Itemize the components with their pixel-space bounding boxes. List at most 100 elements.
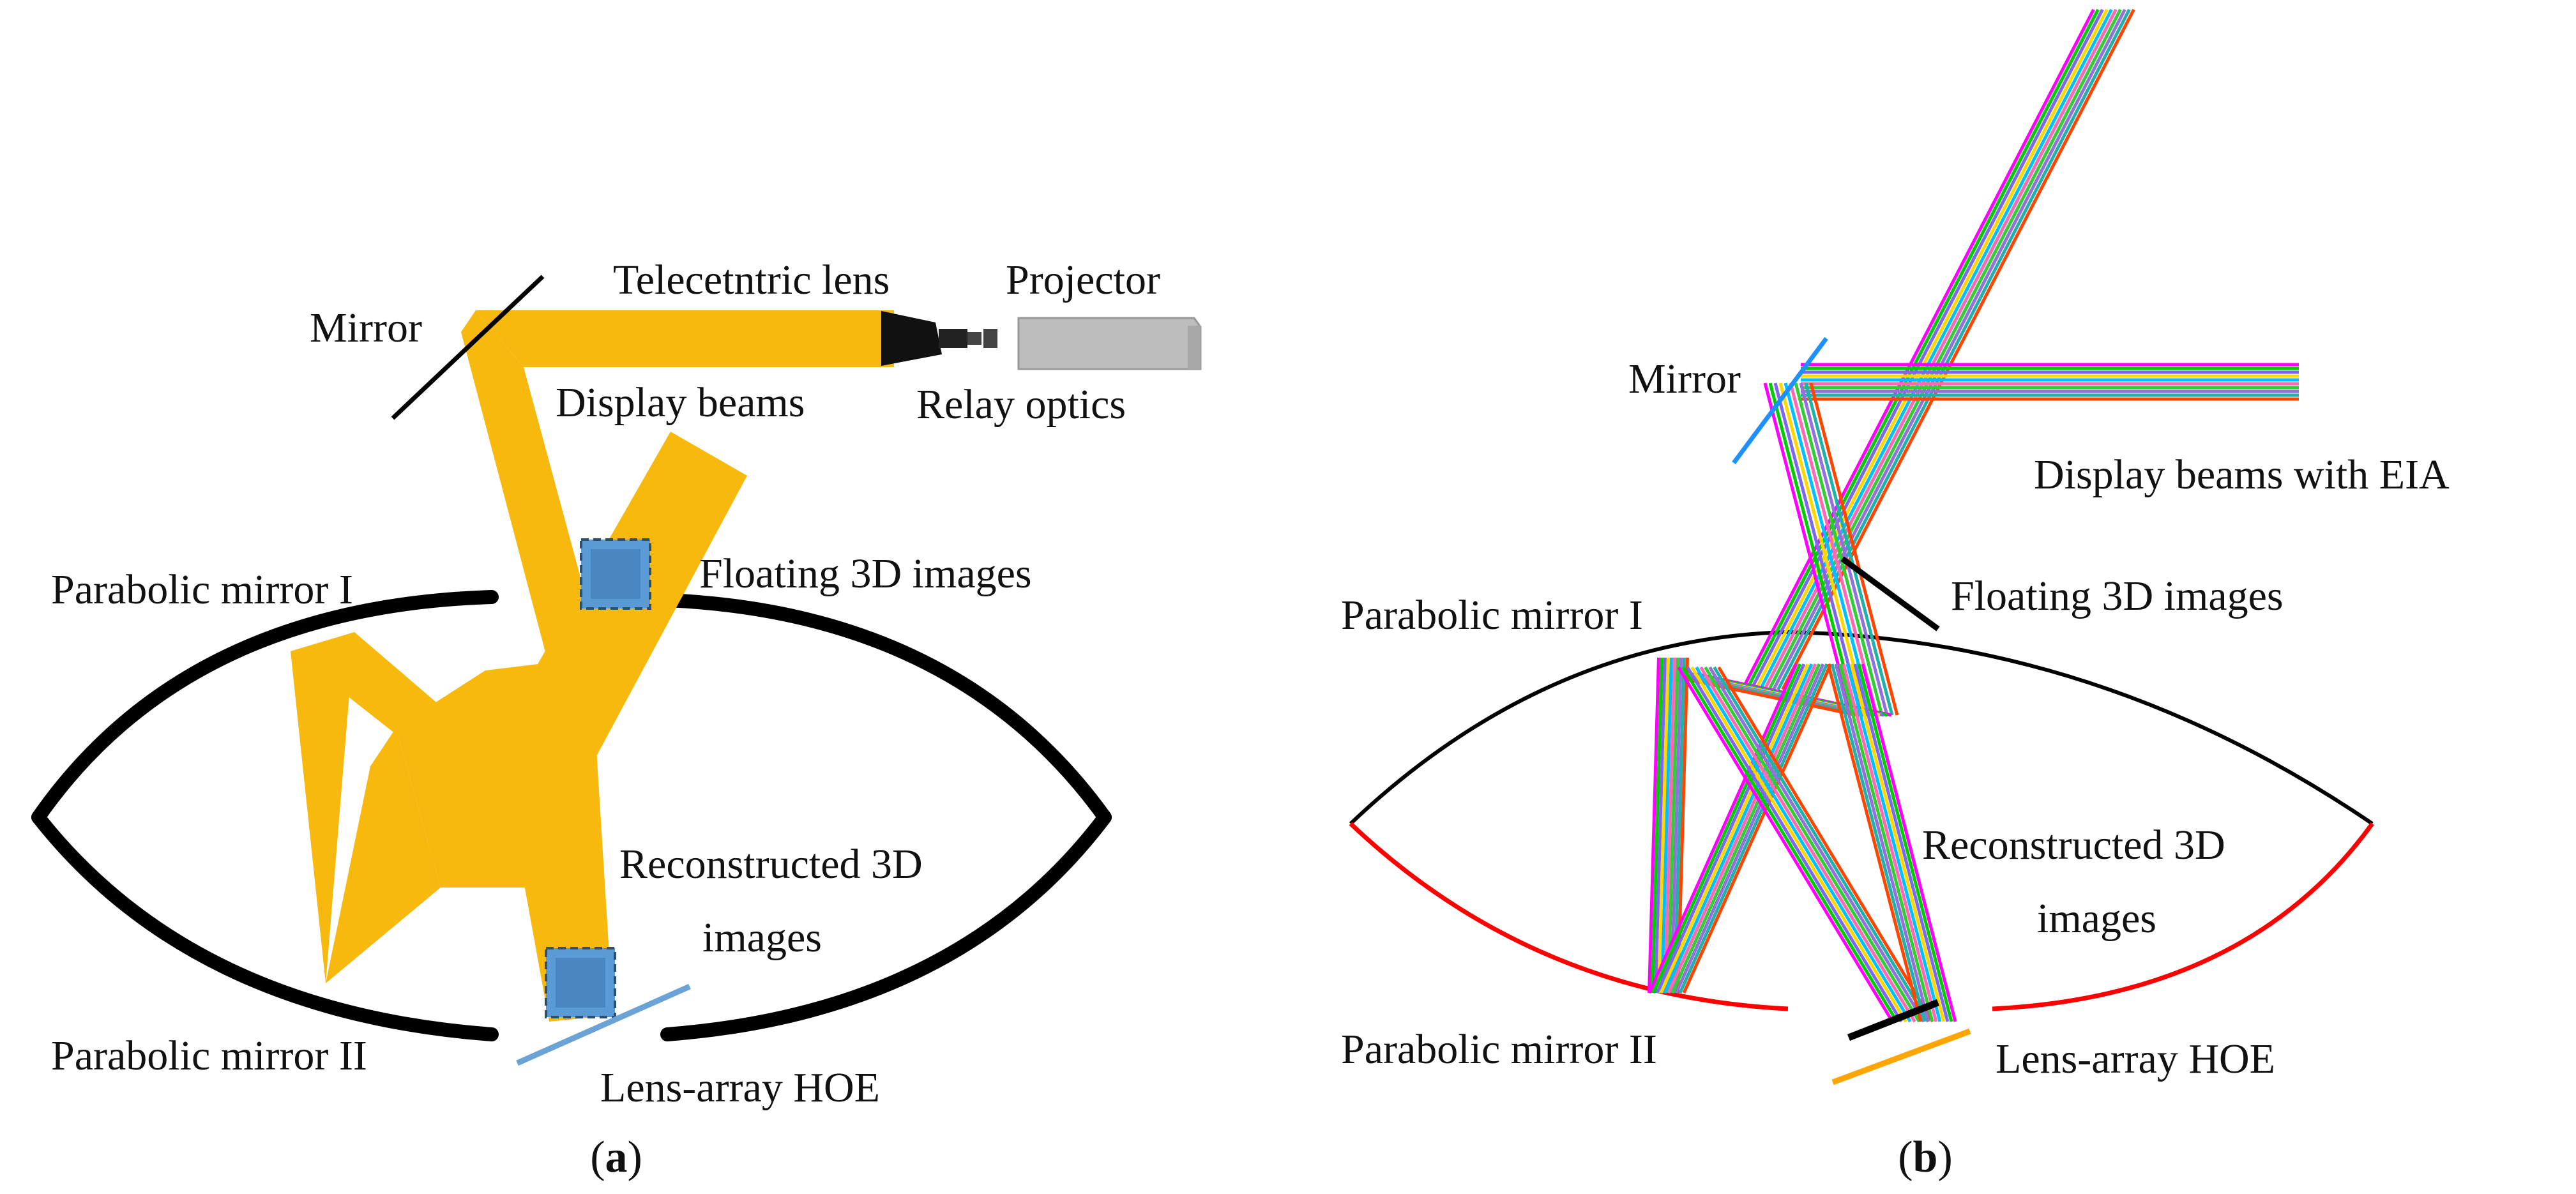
label-parabolic-mirror-2-a: Parabolic mirror II: [51, 1032, 367, 1079]
parabolic-mirror-1-right-arc: [660, 593, 1112, 824]
reconstructed-cube-a: [545, 947, 616, 1018]
ray-mirror-down-5: [1789, 382, 1879, 716]
ray-mirror-down-0: [1763, 382, 1853, 716]
ray-to-hoe-0: [1861, 663, 1957, 1022]
ray-diagonal-2: [1750, 8, 2104, 691]
ray-to-hoe-8: [1830, 663, 1927, 1022]
ray-lower-cross-8: [1713, 666, 1930, 1023]
ray-left-spike-6: [1667, 657, 1679, 994]
ray-mirror-down-9: [1809, 382, 1899, 716]
ray-to-hoe-6: [1838, 663, 1934, 1022]
ray-left-spike-0: [1648, 657, 1660, 994]
ray-to-hoe-3: [1849, 663, 1946, 1022]
ray-lower-cross-7: [1708, 666, 1925, 1023]
label-reconstructed-line1-a: Reconstructed 3D: [619, 841, 923, 888]
lens-array-hoe-b: [1831, 1028, 1971, 1085]
ray-up-right-3: [1659, 663, 1810, 994]
beam-exit: [425, 432, 747, 862]
ray-up-right-2: [1655, 663, 1806, 994]
ray-up-right-5: [1667, 663, 1817, 994]
ray-to-hoe-9: [1826, 663, 1923, 1022]
ray-to-hoe-4: [1845, 663, 1942, 1022]
label-display-beams: Display beams: [556, 379, 805, 426]
label-mirror-a: Mirror: [310, 305, 422, 351]
ray-left-spike-1: [1651, 657, 1663, 994]
ray-to-hoe-5: [1842, 663, 1938, 1022]
label-reconstructed-line2-a: images: [702, 914, 822, 961]
mirror-a: [391, 275, 545, 420]
beam-descending: [461, 310, 597, 715]
label-reconstructed-line2-b: images: [2037, 895, 2156, 942]
display-beams-a: [291, 310, 894, 1022]
ray-mirror-down-1: [1768, 382, 1858, 716]
ray-lower-cross-0: [1677, 666, 1894, 1023]
parabolic-mirror-2-left-arc: [31, 810, 499, 1041]
relay-optics: [967, 329, 997, 348]
parabolic-mirror-2-right-arc: [660, 810, 1112, 1041]
ray-lower-cross-2: [1686, 666, 1903, 1023]
beam-left-spike: [291, 632, 354, 983]
ray-lower-cross-5: [1699, 666, 1916, 1023]
ray-up-right-0: [1648, 663, 1798, 994]
ray-mirror-down-7: [1799, 382, 1889, 716]
ray-up-right-1: [1651, 663, 1802, 994]
ray-lower-cross-9: [1717, 666, 1934, 1023]
beam-horizontal: [476, 310, 894, 367]
ray-diagonal-7: [1772, 8, 2126, 691]
ray-left-spike-5: [1663, 657, 1676, 994]
ray-left-spike-3: [1657, 657, 1670, 994]
reconstructed-image-plane-b: [1847, 999, 1940, 1041]
label-floating-3d-images-b: Floating 3D images: [1951, 573, 2284, 619]
ray-mirror-down-6: [1794, 382, 1884, 716]
ray-diagonal-6: [1768, 8, 2122, 691]
parabolic-mirror-1-left-arc: [31, 590, 499, 824]
ray-up-right-7: [1674, 663, 1825, 994]
beam-reflect-mirror2: [326, 728, 441, 983]
label-parabolic-mirror-2-b: Parabolic mirror II: [1341, 1026, 1657, 1073]
ray-mirror-down-3: [1778, 382, 1868, 716]
label-lens-array-hoe-b: Lens-array HOE: [1996, 1036, 2275, 1082]
ray-bundles-b: [1648, 8, 2299, 1023]
ray-diagonal-0: [1741, 8, 2095, 691]
ray-lower-cross-6: [1704, 666, 1921, 1023]
label-parabolic-mirror-1-b: Parabolic mirror I: [1341, 592, 1643, 639]
mirror-b: [1732, 336, 1828, 465]
label-mirror-b: Mirror: [1628, 356, 1741, 402]
ray-diagonal-1: [1745, 8, 2100, 691]
ray-to-hoe-7: [1834, 663, 1930, 1022]
label-display-beams-eia: Display beams with EIA: [2034, 451, 2450, 498]
floating-image-plane-b: [1840, 556, 1940, 631]
ray-lower-cross-4: [1695, 666, 1912, 1023]
panel-a: Telecetntric lens Projector Mirror Displ…: [31, 257, 1202, 1182]
ray-to-hoe-1: [1857, 663, 1953, 1022]
label-projector: Projector: [1006, 257, 1160, 303]
ray-up-right-6: [1671, 663, 1821, 994]
label-parabolic-mirror-1-a: Parabolic mirror I: [51, 566, 353, 613]
ray-up-right-9: [1682, 663, 1833, 994]
telecentric-lens: [881, 311, 967, 366]
projector: [1017, 317, 1202, 370]
ray-to-hoe-2: [1853, 663, 1950, 1022]
ray-mirror-down-4: [1784, 382, 1874, 716]
label-floating-3d-images-a: Floating 3D images: [699, 550, 1032, 597]
ray-left-spike-2: [1654, 657, 1667, 994]
label-reconstructed-line1-b: Reconstructed 3D: [1922, 822, 2225, 868]
ray-lower-cross-1: [1681, 666, 1898, 1023]
label-relay-optics: Relay optics: [916, 381, 1126, 428]
floating-cube-a: [580, 538, 651, 610]
panel-b: Mirror Display beams with EIA Floating 3…: [1341, 8, 2450, 1182]
caption-a: (a): [590, 1133, 642, 1182]
label-lens-array-hoe-a: Lens-array HOE: [600, 1064, 880, 1111]
ray-mirror-down-8: [1804, 382, 1894, 716]
parabolic-mirror-2-b-left: [1349, 822, 1789, 1011]
caption-b: (b): [1898, 1133, 1953, 1182]
ray-mirror-down-2: [1773, 382, 1863, 716]
parabolic-mirror-2-b-right: [1992, 822, 2374, 1011]
ray-lower-cross-3: [1690, 666, 1907, 1023]
ray-left-spike-8: [1673, 657, 1686, 994]
ray-diagonal-5: [1763, 8, 2118, 691]
lens-array-hoe-a: [516, 983, 691, 1066]
label-telecentric-lens: Telecetntric lens: [613, 257, 890, 303]
ray-up-right-8: [1678, 663, 1829, 994]
